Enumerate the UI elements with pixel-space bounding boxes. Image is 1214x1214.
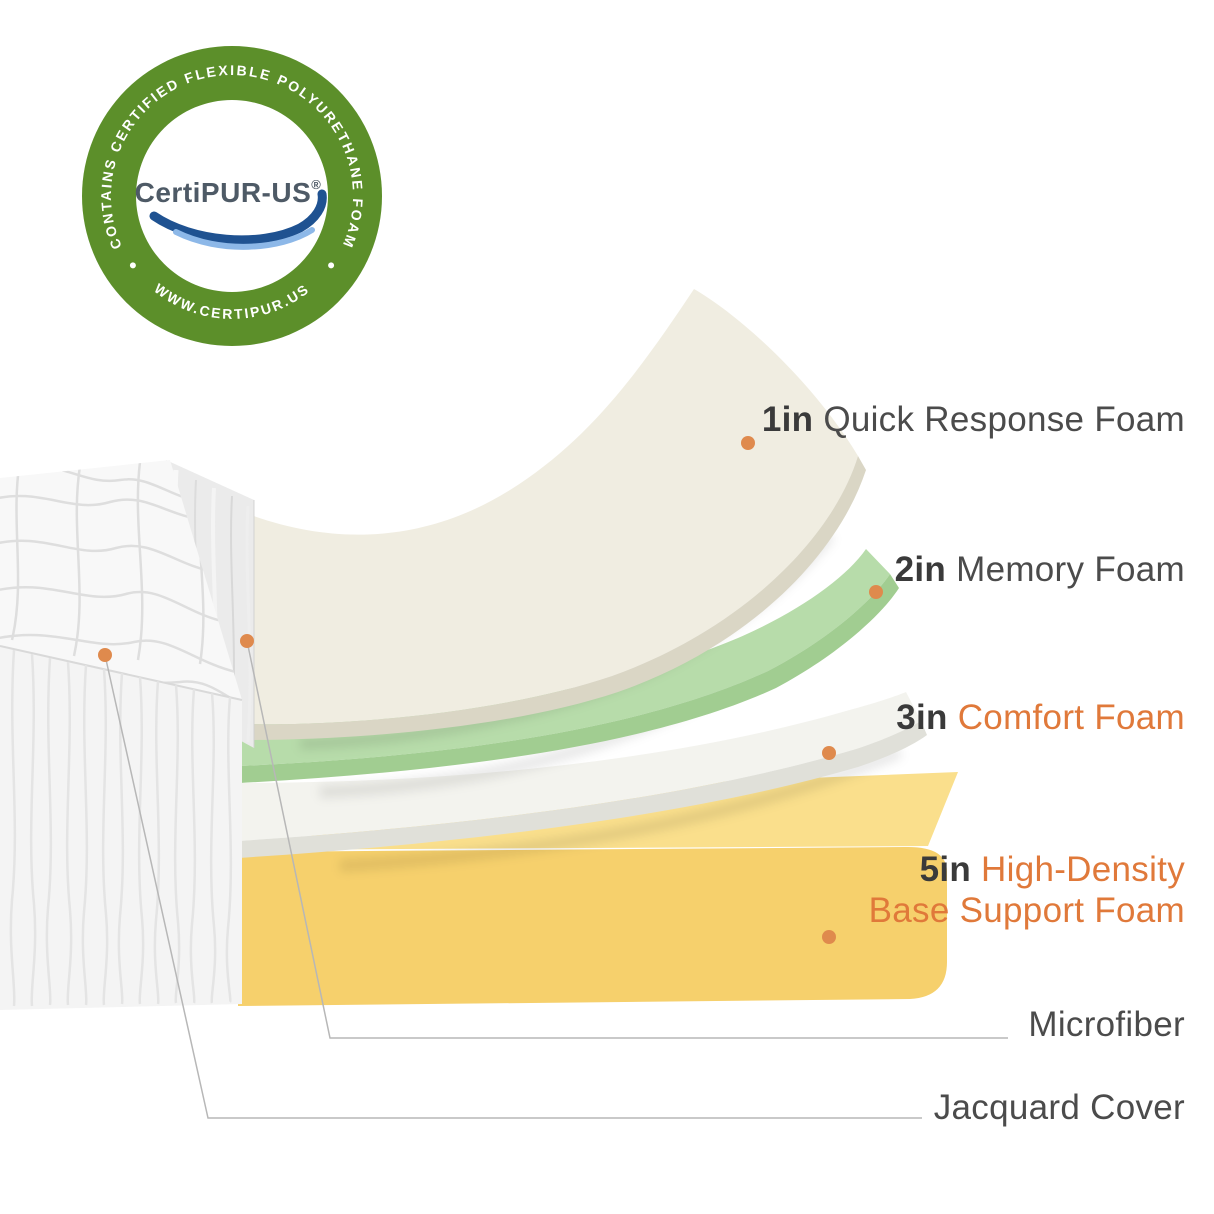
jacquard-top	[0, 460, 242, 700]
dot-jacquard	[98, 648, 112, 662]
badge-brand-text: CertiPUR-US®	[135, 177, 322, 208]
certipur-badge: CONTAINS CERTIFIED FLEXIBLE POLYURETHANE…	[82, 46, 382, 346]
label-thickness: 1in	[761, 400, 814, 439]
label-microfiber: Microfiber	[1028, 1004, 1185, 1045]
dot-memory	[869, 585, 883, 599]
label-text: Jacquard Cover	[933, 1088, 1185, 1127]
badge-separator-dot	[129, 262, 136, 269]
dot-microfiber	[240, 634, 254, 648]
label-text: Microfiber	[1028, 1005, 1185, 1044]
marker-dots	[98, 436, 883, 944]
shadow-on-base	[339, 746, 903, 872]
label-text: High-Density	[981, 850, 1185, 889]
registered-mark: ®	[311, 177, 321, 192]
swoosh-dark-icon	[149, 189, 327, 245]
mattress-front-face	[0, 646, 242, 1010]
label-text: Memory Foam	[956, 550, 1185, 589]
leader-line-microfiber	[246, 640, 1008, 1039]
dot-comfort	[822, 746, 836, 760]
foam-layer-comfort	[238, 692, 927, 858]
label-text: Quick Response Foam	[823, 400, 1185, 439]
label-thickness: 3in	[896, 698, 948, 737]
front-face-texture	[9, 649, 233, 1007]
foam-layer-quick-response	[248, 289, 866, 740]
label-thickness: 5in	[919, 850, 972, 889]
label-text-line2: Base Support Foam	[868, 891, 1185, 930]
leader-line-jacquard	[104, 654, 922, 1119]
label-thickness: 2in	[894, 550, 947, 589]
label-text: Comfort Foam	[957, 698, 1185, 737]
badge-separator-dot	[328, 262, 335, 269]
mattress-block	[0, 460, 255, 1010]
dot-base	[822, 930, 836, 944]
leader-lines	[104, 640, 1008, 1119]
swoosh-light-icon	[173, 227, 315, 250]
dot-quick-response	[741, 436, 755, 450]
label-jacquard-cover: Jacquard Cover	[934, 1087, 1185, 1128]
